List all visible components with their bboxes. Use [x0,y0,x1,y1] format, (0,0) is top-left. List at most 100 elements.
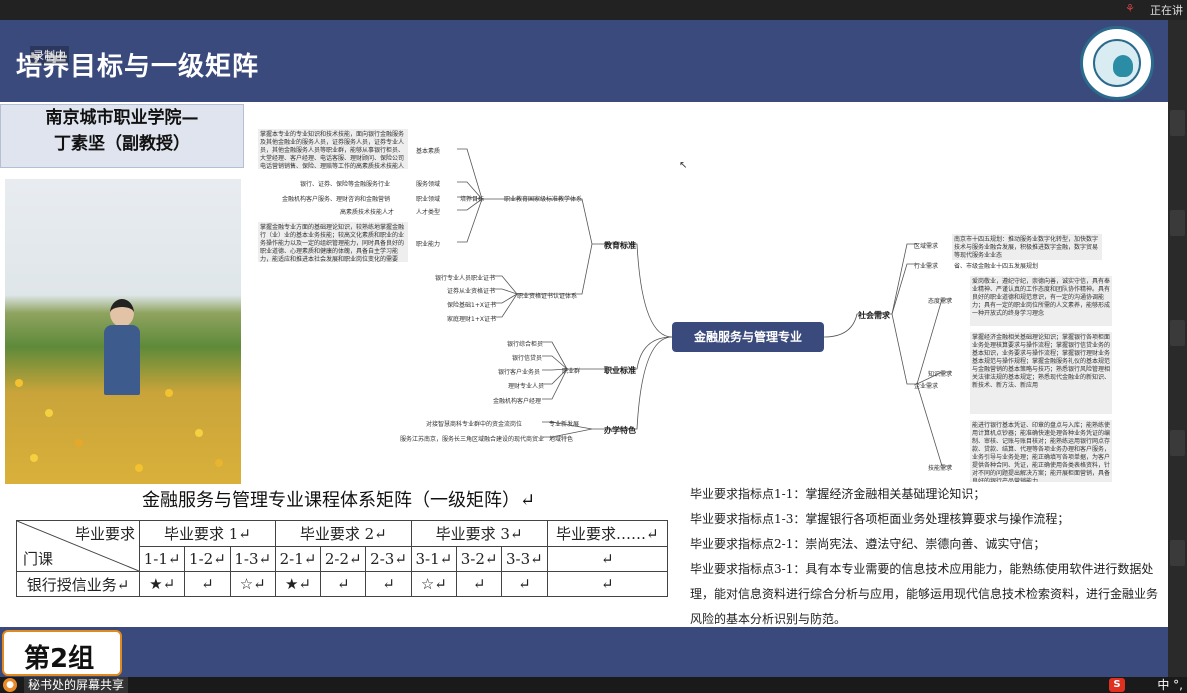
matrix-cell: ☆↵ [410,571,457,597]
text-region: 南京市十四五规划：推动服务业数字化转型，加快数字技术与服务业融合发展，积极推进数… [952,234,1102,260]
matrix-cell: ★↵ [274,571,322,597]
job-item: 银行信贷员 [512,355,543,362]
node-industry: 行业需求 [914,263,939,270]
branch-education: 教育标准 [604,241,636,250]
node-basic: 基本素质 [416,148,441,155]
presenter-photo [5,179,241,484]
matrix-cell: ↵ [455,571,503,597]
matrix-corner: 毕业要求 门课 [16,520,140,572]
matrix-cell: ↵ [501,571,548,597]
branch-social: 社会需求 [858,311,890,320]
screen-share-label[interactable]: 秘书处的屏幕共享 [24,677,129,693]
text-dev: 对接智慧商科专业群中的资金流岗位 [426,421,523,428]
matrix-cell: ↵ [365,571,412,597]
school-logo [1080,26,1154,100]
subcol-header: 3-2↵ [455,545,503,572]
user-icon[interactable]: ● [3,678,17,692]
matrix-cell: ☆↵ [229,571,276,597]
speaking-status: 正在讲 [1150,4,1183,17]
node-service-field: 服务领域 [416,181,441,188]
course-name: 银行授信业务↵ [16,571,140,597]
subcol-header: 2-2↵ [320,545,367,572]
requirement-item: 毕业要求指标点1-3：掌握银行各项柜面业务处理核算要求与操作流程； [690,512,1070,526]
text-local: 服务江苏南京，服务长三角区域融合建设的现代商贸业 [400,436,545,443]
logo-head-icon [1113,55,1133,77]
text-industry: 省、市级金融业十四五发展规划 [954,263,1039,270]
mouse-cursor-icon: ↖ [679,160,688,171]
group-header: 毕业要求……↵ [546,520,669,547]
subcol-header: ↵ [546,545,669,572]
cert-item: 保险基础1+X证书 [447,302,496,309]
requirement-item: 毕业要求指标点2-1：崇尚宪法、遵法守纪、崇德向善、诚实守信； [690,537,1046,551]
matrix-cell: ★↵ [138,571,186,597]
node-goal: 培养目标 [460,196,485,203]
cert-item: 证券从业资格证书 [447,288,496,295]
requirement-item: 毕业要求指标点3-1：具有本专业需要的信息技术应用能力，能熟练使用软件进行数据处… [690,562,1159,626]
meeting-icon[interactable]: ⚘ [1125,2,1135,15]
node-enterprise: 企业需求 [914,383,939,390]
slide-title: 培养目标与一级矩阵 [16,52,260,82]
table-row: 银行授信业务↵ ★↵ ↵ ☆↵ ★↵ ↵ ↵ ☆↵ ↵ ↵ ↵ [16,571,669,597]
text-talent: 高素质技术技能人才 [340,209,395,216]
cert-item: 银行专业人员职业证书 [435,275,496,282]
shared-slide: 培养目标与一级矩阵 录制中 南京城市职业学院— 丁素坚（副教授） [0,20,1168,677]
job-item: 理财专业人员 [508,383,545,390]
taskbar: ● 秘书处的屏幕共享 S 中 °, [0,677,1187,693]
participant-tile[interactable] [1170,110,1185,136]
job-item: 银行客户业务员 [498,369,541,376]
group-label-box: 第2组 [2,630,122,676]
presenter-figure [100,299,144,459]
mind-map-connectors [457,148,952,467]
mind-map: 金融服务与管理专业 教育标准 职业标准 办学特色 社会需求 职业教育国家级标准教… [252,104,1168,484]
participant-tile[interactable] [1170,210,1185,236]
node-talent: 人才类型 [416,209,441,216]
corner-top: 毕业要求 [74,525,135,543]
subcol-header: 3-1↵ [410,545,457,572]
subcol-header: 2-3↵ [365,545,412,572]
node-skill: 技能需求 [928,465,953,472]
node-local: 地域特色 [549,436,574,443]
subcol-header: 1-1↵ [138,545,186,572]
node-attitude: 态度需求 [928,298,953,305]
branch-job: 职业标准 [604,366,636,375]
job-item: 银行综合柜员 [507,341,544,348]
participant-tile[interactable] [1170,540,1185,566]
group-header: 毕业要求 3↵ [410,520,548,547]
matrix-cell: ↵ [184,571,231,597]
job-item: 金融机构客户经理 [493,398,542,405]
matrix-cell: ↵ [320,571,367,597]
presenter-line1: 南京城市职业学院— [45,108,199,128]
participant-tile[interactable] [1170,320,1185,346]
group-label: 第2组 [24,644,95,674]
slide-footer-bar [0,627,1168,677]
recording-indicator: 录制中 [30,46,69,64]
branch-features: 办学特色 [604,426,636,435]
participant-strip [1168,20,1187,677]
requirements-list: 毕业要求指标点1-1：掌握经济金融相关基础理论知识； 毕业要求指标点1-3：掌握… [690,482,1160,632]
course-matrix-table: 毕业要求 门课 毕业要求 1↵ 毕业要求 2↵ 毕业要求 3↵ 毕业要求……↵ … [16,520,669,597]
sogou-ime-icon[interactable]: S [1109,678,1125,692]
node-job-field: 职业领域 [416,196,441,203]
group-header: 毕业要求 2↵ [274,520,412,547]
node-post: 职业群 [562,368,581,375]
logo-emblem [1093,39,1141,87]
requirement-item: 毕业要求指标点1-1：掌握经济金融相关基础理论知识； [690,487,986,501]
presenter-box: 南京城市职业学院— 丁素坚（副教授） [0,104,244,168]
subcol-header: 1-3↵ [229,545,276,572]
text-basic: 掌握本专业的专业知识和技术技能，面向银行金融服务及其他金融业的服务人员，证券服务… [258,129,408,169]
text-knowledge: 掌握经济金融相关基础理论知识；掌握银行各项柜面业务处理核算要求与操作流程；掌握银… [970,332,1112,414]
node-cert-system: 职业资格证书认证体系 [517,293,578,300]
slide-header: 培养目标与一级矩阵 录制中 [0,20,1168,102]
text-service: 银行、证券、保险等金融服务行业 [300,181,391,188]
node-dev: 专业新发展 [549,421,580,428]
presenter-line2: 丁素坚（副教授） [54,134,190,154]
participant-tile[interactable] [1170,430,1185,456]
corner-bottom: 门课 [23,550,54,568]
ime-status[interactable]: 中 °, [1157,678,1183,692]
subcol-header: 2-1↵ [274,545,322,572]
mind-map-center: 金融服务与管理专业 [672,322,824,352]
node-system: 职业教育国家级标准教学体系 [504,196,583,203]
cert-item: 家庭理财1+X证书 [447,316,496,323]
subcol-header: 1-2↵ [184,545,231,572]
